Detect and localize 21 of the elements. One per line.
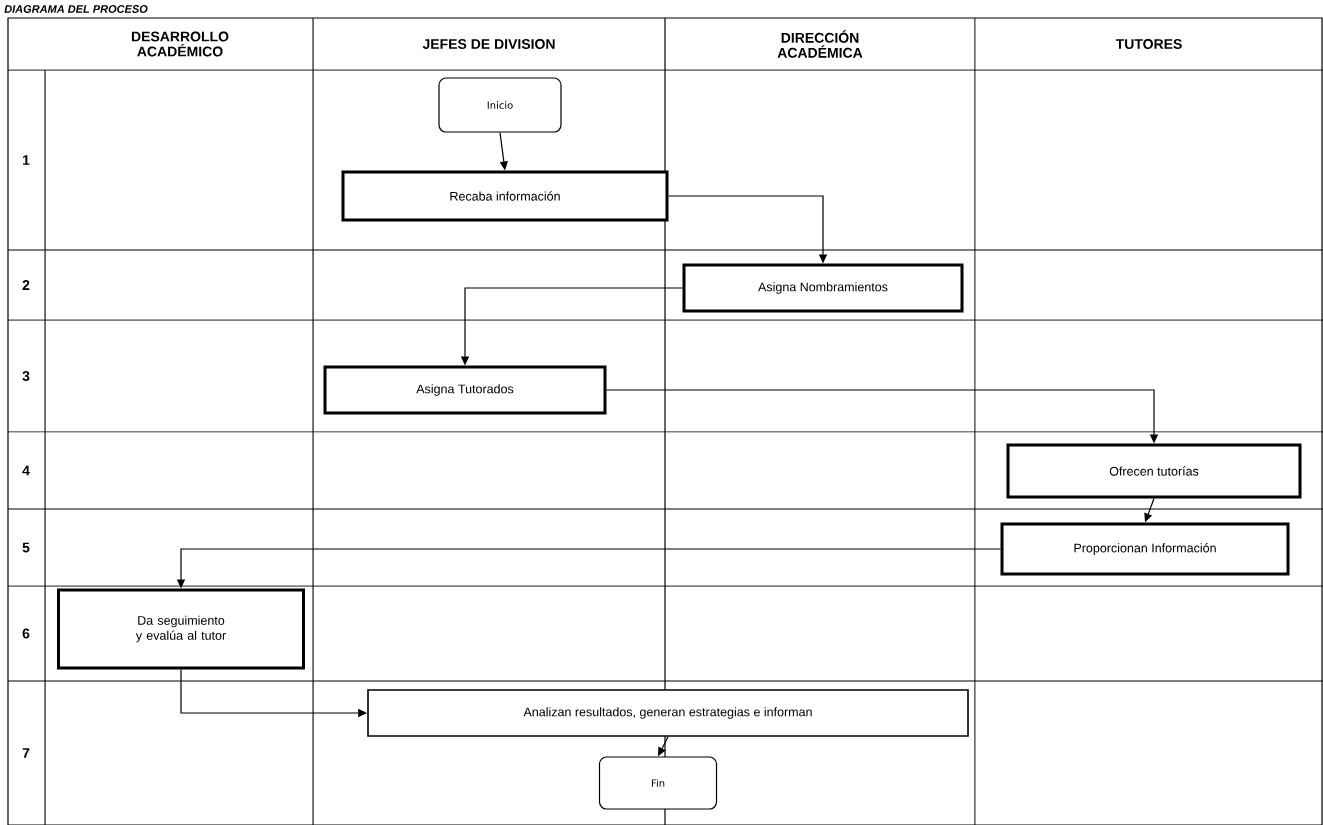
lane-header: DIRECCIÓN ACADÉMICA	[777, 30, 863, 58]
process-box: Asigna Tutorados	[323, 365, 607, 415]
row-number: 3	[22, 371, 30, 381]
row-number: 2	[22, 280, 30, 290]
process-box: Asigna Nombramientos	[682, 263, 964, 313]
title: DIAGRAMA DEL PROCESO	[4, 5, 148, 13]
lane-header: JEFES DE DIVISION	[422, 39, 555, 49]
lane-header: TUTORES	[1115, 39, 1182, 49]
terminal-box: Fin	[598, 756, 718, 810]
row-number: 7	[22, 748, 30, 758]
row-number: 4	[22, 465, 30, 476]
lane-header: DESARROLLO ACADÉMICO	[131, 31, 229, 57]
process-box: Recaba información	[341, 170, 669, 222]
row-number: 5	[22, 542, 30, 553]
process-box: Analizan resultados, generan estrategias e informan	[367, 689, 969, 737]
process-box: Ofrecen tutorías	[1006, 443, 1302, 499]
row-number: 6	[22, 628, 30, 639]
terminal-box: Inicio	[438, 77, 562, 133]
row-number: 1	[23, 155, 30, 165]
process-box: Da seguimiento y evalúa al tutor	[57, 588, 305, 670]
process-box: Proporcionan Información	[1000, 522, 1290, 576]
